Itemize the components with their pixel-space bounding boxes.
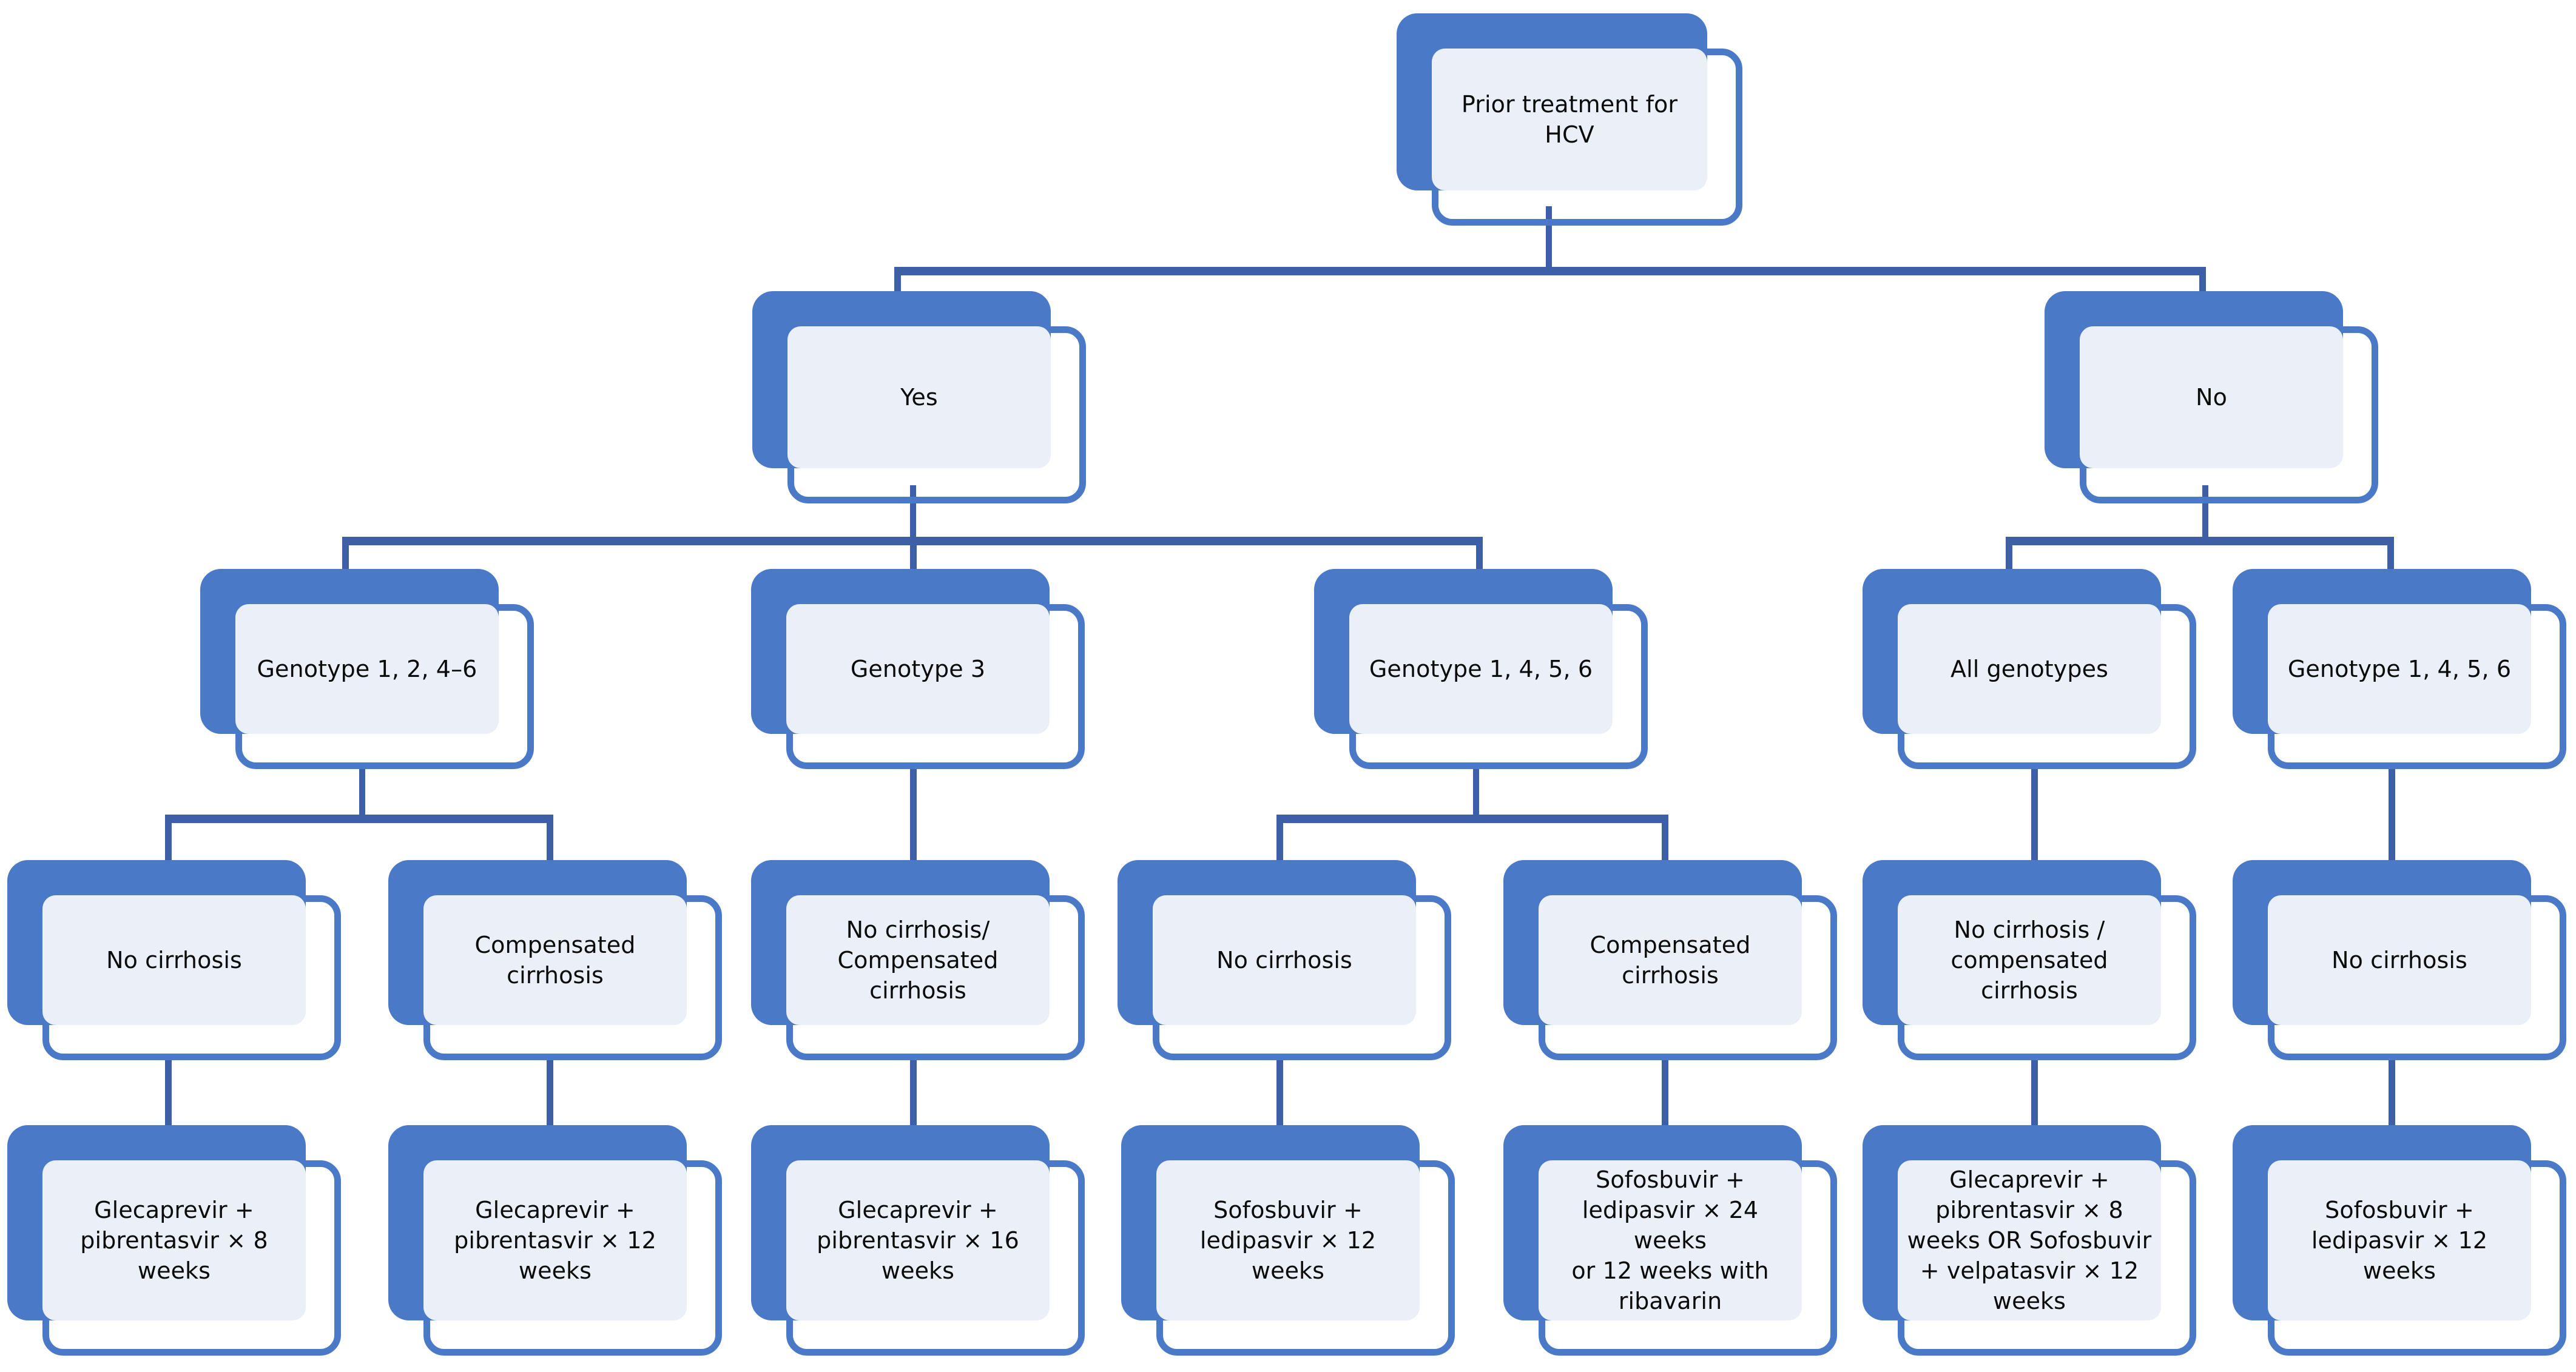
connector-level3-g1246-bus [165,815,553,823]
node-no[interactable]: No [2045,291,2378,503]
node-label: Genotype 1, 4, 5, 6 [1369,655,1593,682]
node-label: No cirrhosis / compensated cirrhosis [1951,916,2108,1004]
node-treatment-e[interactable]: Sofosbuvir + ledipasvir × 24 weeks or 12… [1503,1125,1837,1356]
connector-level1-bus [894,267,2206,275]
node-fill [1898,1160,2161,1320]
connector-g1456n-down [2389,763,2395,863]
node-label: Glecaprevir + pibrentasvir × 16 weeks [817,1196,1019,1285]
node-fill [786,604,1050,734]
node-compensated-cirrhosis-c[interactable]: Compensated cirrhosis [1503,860,1837,1060]
connector-yes-child3 [1476,537,1483,585]
connector-no-down [2202,485,2208,540]
node-label: Prior treatment for HCV [1461,90,1678,148]
connector-nocirrhosis-c-down [1276,1055,1283,1128]
node-treatment-d[interactable]: Sofosbuvir + ledipasvir × 12 weeks [1121,1125,1455,1356]
node-label: Glecaprevir + pibrentasvir × 8 weeks [80,1196,268,1285]
node-label: Yes [900,383,938,411]
node-fill [787,326,1051,468]
node-label: All genotypes [1950,655,2108,682]
node-genotype-3[interactable]: Genotype 3 [751,569,1085,769]
node-label: No cirrhosis/ Compensated cirrhosis [837,916,999,1004]
connector-g1246-down [359,763,365,818]
connector-to-yes [894,267,901,307]
node-label: No cirrhosis [1216,946,1352,974]
node-no-or-compensated-cirrhosis-d[interactable]: No cirrhosis / compensated cirrhosis [1863,860,2196,1060]
connector-g1246-child2 [547,815,553,863]
node-treatment-c[interactable]: Glecaprevir + pibrentasvir × 16 weeks [751,1125,1085,1356]
node-treatment-f[interactable]: Glecaprevir + pibrentasvir × 8 weeks OR … [1863,1125,2196,1356]
connector-level2-no-bus [2006,537,2394,545]
node-yes[interactable]: Yes [752,291,1086,503]
connector-yes-down [910,485,916,540]
node-label: Sofosbuvir + ledipasvir × 24 weeks or 12… [1571,1166,1769,1315]
node-label: No [2196,383,2227,411]
node-fill [2268,1160,2531,1320]
node-label: Genotype 3 [850,655,986,682]
connector-no-child2 [2387,537,2394,585]
node-fill [42,895,306,1025]
node-fill [1898,895,2161,1025]
node-label: Compensated cirrhosis [474,931,636,989]
node-fill [42,1160,306,1320]
node-no-or-compensated-cirrhosis-b[interactable]: No cirrhosis/ Compensated cirrhosis [751,860,1085,1060]
node-fill [1156,1160,1420,1320]
node-no-cirrhosis-a[interactable]: No cirrhosis [7,860,341,1060]
node-genotype-1-4-5-6-no[interactable]: Genotype 1, 4, 5, 6 [2233,569,2566,769]
connector-nocomp-d-down [2031,1055,2038,1128]
connector-g3-down [910,763,917,863]
connector-g1456y-child2 [1662,815,1668,863]
connector-nocomp-b-down [910,1055,917,1128]
connector-root-down [1546,206,1552,273]
connector-nocirrhosis-e-down [2389,1055,2395,1128]
node-genotype-1-2-4-6[interactable]: Genotype 1, 2, 4–6 [200,569,534,769]
node-fill [786,1160,1050,1320]
connector-g1246-child1 [165,815,172,863]
node-label: Sofosbuvir + ledipasvir × 12 weeks [1199,1196,1377,1285]
connector-g1456y-child1 [1276,815,1283,863]
node-label: No cirrhosis [106,946,242,974]
connector-level3-g1456y-bus [1276,815,1668,823]
node-fill [1432,49,1707,190]
node-fill [423,895,687,1025]
connector-nocirrhosis-a-down [165,1055,172,1128]
node-compensated-cirrhosis-a[interactable]: Compensated cirrhosis [388,860,722,1060]
node-fill [235,604,499,734]
connector-no-child1 [2006,537,2012,585]
node-fill [2268,604,2531,734]
node-fill [1153,895,1416,1025]
node-root[interactable]: Prior treatment for HCV [1397,13,1742,226]
node-label: Compensated cirrhosis [1590,931,1751,989]
node-no-cirrhosis-c[interactable]: No cirrhosis [1118,860,1451,1060]
connector-to-no [2199,267,2206,307]
connector-g1456y-down [1473,763,1479,818]
node-label: Genotype 1, 2, 4–6 [257,655,477,682]
connector-compcirrhosis-a-down [547,1055,553,1128]
node-label: Sofosbuvir + ledipasvir × 12 weeks [2311,1196,2488,1285]
connector-yes-child2 [910,537,917,585]
node-all-genotypes[interactable]: All genotypes [1863,569,2196,769]
node-fill [786,895,1050,1025]
connector-yes-child1 [342,537,349,585]
node-fill [1898,604,2161,734]
node-label: Genotype 1, 4, 5, 6 [2287,655,2512,682]
node-genotype-1-4-5-6-yes[interactable]: Genotype 1, 4, 5, 6 [1314,569,1648,769]
node-label: No cirrhosis [2332,946,2467,974]
node-no-cirrhosis-e[interactable]: No cirrhosis [2233,860,2566,1060]
node-label: Glecaprevir + pibrentasvir × 12 weeks [454,1196,656,1285]
node-fill [2080,326,2343,468]
node-fill [2268,895,2531,1025]
node-label: Glecaprevir + pibrentasvir × 8 weeks OR … [1907,1166,2152,1315]
node-fill [1349,604,1613,734]
node-treatment-g[interactable]: Sofosbuvir + ledipasvir × 12 weeks [2233,1125,2566,1356]
node-treatment-a[interactable]: Glecaprevir + pibrentasvir × 8 weeks [7,1125,341,1356]
connector-compcirrhosis-c-down [1662,1055,1668,1128]
node-treatment-b[interactable]: Glecaprevir + pibrentasvir × 12 weeks [388,1125,722,1356]
node-fill [1539,895,1802,1025]
node-fill [1539,1160,1802,1320]
connector-allgeno-down [2031,763,2038,863]
node-fill [423,1160,687,1320]
